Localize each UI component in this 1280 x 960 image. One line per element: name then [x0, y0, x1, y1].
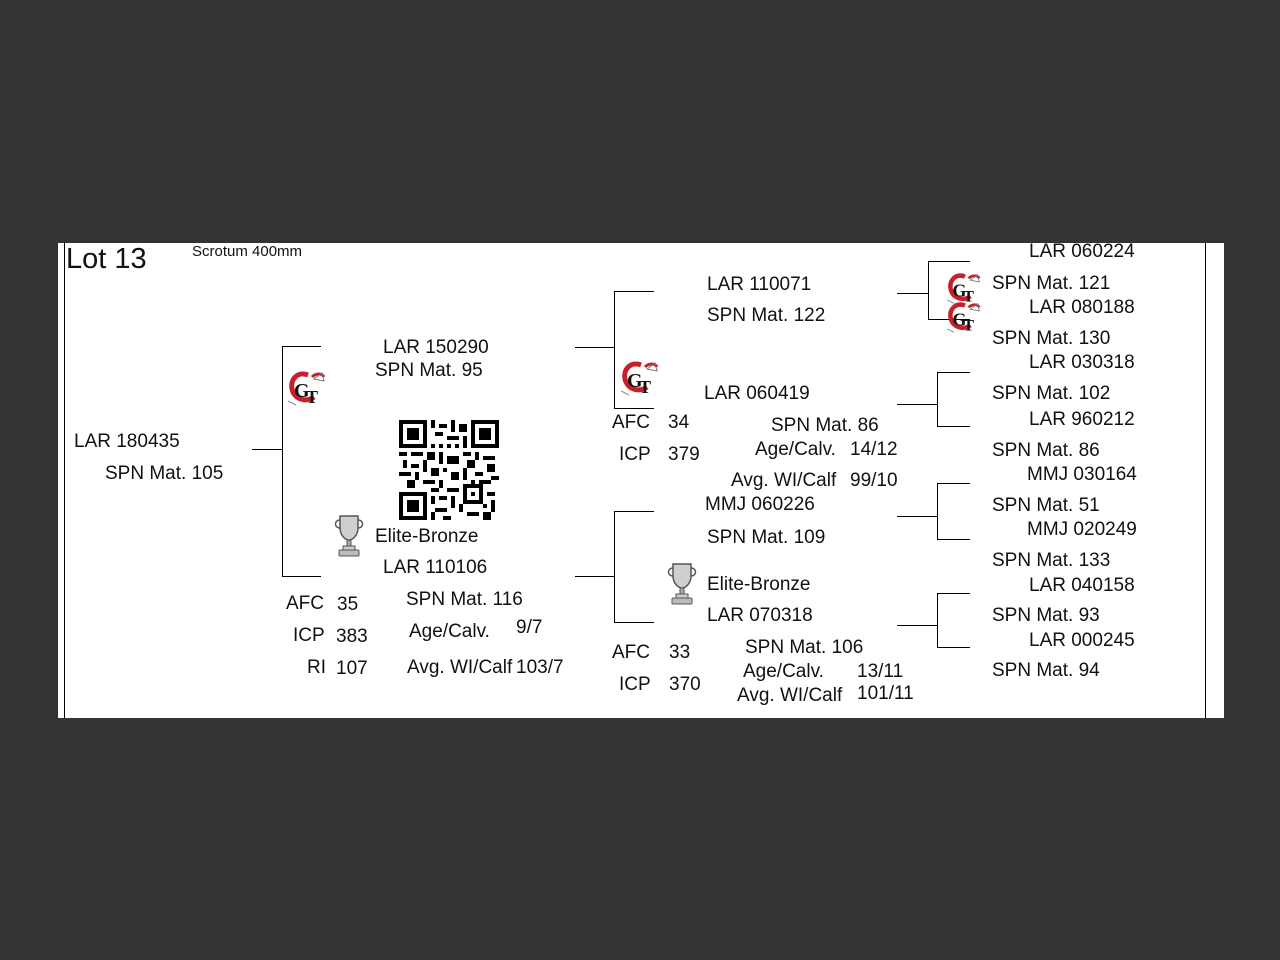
scrotum-measure: Scrotum 400mm [192, 243, 303, 260]
sire-dam-afc: 34 [668, 412, 690, 433]
sire-dam-sire-spn: SPN Mat. 102 [992, 383, 1111, 404]
sire-spn: SPN Mat. 95 [375, 360, 483, 381]
connector-line [282, 576, 321, 577]
pedigree-document: Lot 13 Scrotum 400mm LAR 180435 SPN Mat.… [58, 241, 1224, 718]
gt-logo [288, 371, 328, 409]
dam-id: LAR 110106 [383, 557, 488, 578]
left-margin [58, 243, 65, 718]
dam-icp-label: ICP [293, 625, 325, 646]
connector-line [897, 625, 937, 626]
sire-dam-sire-id: LAR 030318 [1029, 352, 1135, 373]
connector-line [937, 647, 970, 648]
right-margin [1205, 243, 1224, 718]
dam-age: 9/7 [516, 617, 543, 638]
sire-dam-afc-label: AFC [612, 412, 650, 433]
sire-sire-dam-id: LAR 080188 [1029, 297, 1135, 318]
sire-dam-wi: 99/10 [850, 470, 898, 491]
dam-ri-label: RI [307, 657, 326, 678]
connector-line [937, 593, 938, 647]
connector-line [897, 293, 928, 294]
dam-ri: 107 [336, 658, 368, 679]
dam-dam-award: Elite-Bronze [707, 574, 811, 595]
sire-dam-icp-label: ICP [619, 444, 651, 465]
trophy-icon [334, 515, 364, 557]
dam-dam-afc: 33 [669, 642, 691, 663]
connector-line [282, 346, 283, 576]
connector-line [614, 511, 654, 512]
dam-dam-spn: SPN Mat. 106 [745, 637, 864, 658]
connector-line [897, 404, 937, 405]
sire-sire-id: LAR 110071 [707, 274, 812, 295]
qr-code [399, 420, 499, 520]
connector-line [614, 408, 654, 409]
sire-sire-spn: SPN Mat. 122 [707, 305, 826, 326]
connector-line [937, 372, 938, 426]
dam-sire-dam-spn: SPN Mat. 133 [992, 550, 1111, 571]
trophy-icon [667, 563, 697, 605]
sire-sire-sire-id: LAR 060224 [1029, 241, 1135, 262]
dam-sire-id: MMJ 060226 [705, 494, 815, 515]
dam-icp: 383 [336, 626, 368, 647]
connector-line [614, 291, 615, 408]
dam-afc-label: AFC [286, 593, 324, 614]
sire-dam-dam-id: LAR 960212 [1029, 409, 1135, 430]
connector-line [937, 539, 970, 540]
subject-id: LAR 180435 [74, 431, 180, 452]
connector-line [897, 516, 937, 517]
dam-sire-sire-spn: SPN Mat. 51 [992, 495, 1100, 516]
connector-line [937, 483, 938, 539]
dam-dam-icp: 370 [669, 674, 701, 695]
connector-line [928, 261, 970, 262]
lot-title: Lot 13 [66, 243, 147, 275]
sire-id: LAR 150290 [383, 337, 489, 358]
connector-line [614, 511, 615, 622]
dam-dam-age: 13/11 [857, 661, 904, 682]
connector-line [252, 449, 282, 450]
dam-age-label: Age/Calv. [409, 621, 490, 642]
dam-dam-sire-spn: SPN Mat. 93 [992, 605, 1100, 626]
dam-spn: SPN Mat. 116 [406, 589, 523, 610]
sire-dam-age: 14/12 [850, 439, 898, 460]
dam-dam-dam-spn: SPN Mat. 94 [992, 660, 1100, 681]
dam-dam-icp-label: ICP [619, 674, 651, 695]
connector-line [937, 483, 970, 484]
connector-line [928, 261, 929, 319]
dam-wi-label: Avg. WI/Calf [407, 657, 513, 678]
dam-dam-afc-label: AFC [612, 642, 650, 663]
dam-dam-dam-id: LAR 000245 [1029, 630, 1135, 651]
dam-afc: 35 [337, 594, 359, 615]
dam-sire-spn: SPN Mat. 109 [707, 527, 826, 548]
dam-sire-dam-id: MMJ 020249 [1027, 519, 1137, 540]
connector-line [614, 622, 654, 623]
dam-award: Elite-Bronze [375, 526, 479, 547]
dam-dam-age-label: Age/Calv. [743, 661, 824, 682]
sire-dam-spn: SPN Mat. 86 [771, 415, 879, 436]
sire-dam-id: LAR 060419 [704, 383, 810, 404]
dam-dam-wi-label: Avg. WI/Calf [737, 685, 843, 706]
gt-logo [946, 302, 984, 336]
gt-logo [621, 361, 661, 399]
connector-line [614, 291, 654, 292]
dam-sire-sire-id: MMJ 030164 [1027, 464, 1137, 485]
connector-line [575, 347, 614, 348]
dam-wi: 103/7 [516, 657, 564, 678]
dam-dam-sire-id: LAR 040158 [1029, 575, 1135, 596]
connector-line [282, 346, 321, 347]
connector-line [937, 426, 970, 427]
sire-dam-age-label: Age/Calv. [755, 439, 836, 460]
dam-dam-wi: 101/11 [857, 683, 914, 704]
sire-dam-wi-label: Avg. WI/Calf [731, 470, 837, 491]
dam-dam-id: LAR 070318 [707, 605, 813, 626]
sire-dam-icp: 379 [668, 444, 700, 465]
sire-sire-dam-spn: SPN Mat. 130 [992, 328, 1111, 349]
connector-line [937, 372, 970, 373]
subject-spn: SPN Mat. 105 [105, 463, 224, 484]
sire-sire-sire-spn: SPN Mat. 121 [992, 273, 1111, 294]
connector-line [937, 593, 970, 594]
connector-line [575, 576, 614, 577]
sire-dam-dam-spn: SPN Mat. 86 [992, 440, 1100, 461]
